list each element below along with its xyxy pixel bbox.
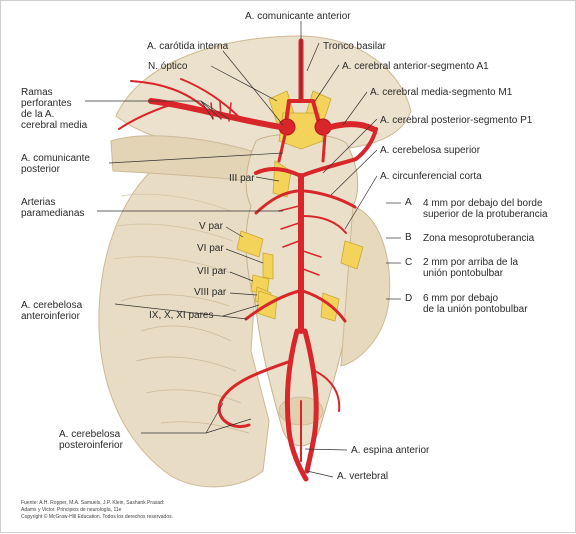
label-carotida-interna: A. carótida interna — [147, 41, 228, 52]
posterior-communicating-right — [323, 135, 325, 161]
label-cerebral-posterior-p1: A. cerebral posterior-segmento P1 — [380, 115, 532, 126]
source-line: Copyright © McGraw-Hill Education. Todos… — [21, 514, 173, 521]
level-code-d: D — [405, 293, 412, 304]
abducens-nerve — [263, 253, 273, 279]
label-cerebral-anterior-a1: A. cerebral anterior-segmento A1 — [342, 61, 489, 72]
label-cerebelosa-superior: A. cerebelosa superior — [380, 145, 480, 156]
level-text-b: Zona mesoprotuberancia — [423, 233, 534, 244]
label-comunicante-posterior: A. comunicante posterior — [21, 153, 90, 175]
level-text-d: 6 mm por debajo de la unión pontobulbar — [423, 293, 528, 315]
label-espina-anterior: A. espina anterior — [351, 445, 429, 456]
label-n-optico: N. óptico — [148, 61, 187, 72]
level-text-a: 4 mm por debajo del borde superior de la… — [423, 198, 548, 220]
label-cerebelosa-anteroinferior: A. cerebelosa anteroinferior — [21, 300, 82, 322]
level-code-c: C — [405, 257, 412, 268]
label-comunicante-anterior: A. comunicante anterior — [245, 11, 351, 22]
label-iii-par: III par — [229, 173, 255, 184]
label-circunferencial-corta: A. circunferencial corta — [380, 171, 482, 182]
label-arterias-paramedianas: Arterias paramedianas — [21, 197, 84, 219]
label-v-par: V par — [199, 221, 223, 232]
label-vertebral: A. vertebral — [337, 471, 388, 482]
label-viii-par: VIII par — [194, 287, 226, 298]
level-code-a: A — [405, 197, 412, 208]
source-credit: Fuente: A.H. Ropper, M.A. Samuels, J.P. … — [21, 500, 173, 521]
source-line: Fuente: A.H. Ropper, M.A. Samuels, J.P. … — [21, 500, 173, 507]
source-line: Adams y Victor. Principios de neurología… — [21, 507, 173, 514]
label-ix-x-xi: IX, X, XI pares — [149, 310, 213, 321]
level-text-c: 2 mm por arriba de la unión pontobulbar — [423, 257, 518, 279]
label-cerebelosa-posteroinferior: A. cerebelosa posteroinferior — [59, 429, 123, 451]
label-cerebral-media-m1: A. cerebral media-segmento M1 — [370, 87, 512, 98]
label-tronco-basilar: Tronco basilar — [323, 41, 386, 52]
label-vii-par: VII par — [197, 266, 226, 277]
label-ramas-perforantes: Ramas perforantes de la A. cerebral medi… — [21, 87, 87, 131]
leader-vertebral — [307, 471, 333, 477]
label-vi-par: VI par — [197, 243, 224, 254]
brain-tissue — [99, 36, 411, 487]
level-code-b: B — [405, 232, 412, 243]
